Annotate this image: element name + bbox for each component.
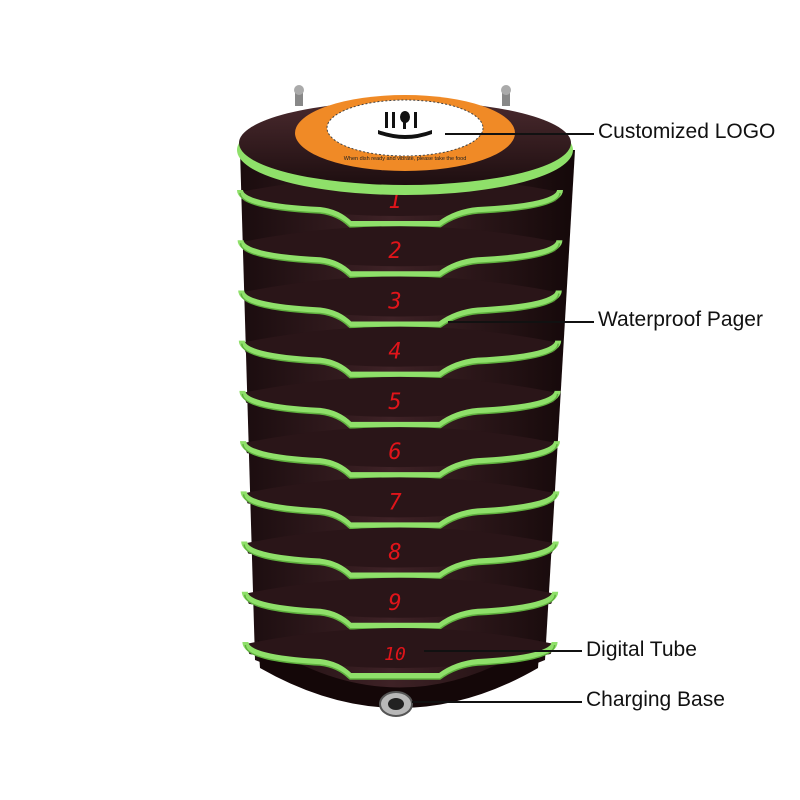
callout-charging-base: Charging Base [586, 688, 725, 711]
fork-knife-icon [378, 111, 432, 139]
pager-digit: 8 [388, 541, 401, 566]
pager-disc-group: 1 2 3 4 5 6 7 8 9 10 [237, 176, 563, 680]
pager-digit: 3 [387, 289, 401, 314]
pager-digit: 9 [388, 591, 401, 616]
pager-disc: 10 [242, 628, 558, 680]
charging-base [258, 640, 540, 717]
callout-lines [412, 133, 594, 703]
pager-digit: 1 [388, 189, 401, 214]
logo-text: When dish ready and vibrate, please take… [344, 156, 467, 162]
callout-customized-logo: Customized LOGO [598, 120, 776, 143]
pager-digit: 6 [388, 440, 401, 465]
pager-disc: 5 [239, 376, 561, 429]
top-pins [294, 85, 511, 106]
callout-waterproof-pager: Waterproof Pager [598, 308, 763, 331]
pager-digit: 5 [388, 390, 401, 415]
pager-disc: 2 [237, 226, 563, 278]
top-pager: When dish ready and vibrate, please take… [237, 85, 573, 195]
pager-disc: 3 [238, 276, 562, 329]
pager-digit: 2 [388, 239, 401, 264]
pager-digit: 4 [388, 340, 401, 365]
pager-disc: 6 [240, 427, 560, 479]
pager-digit: 10 [384, 644, 406, 665]
callout-digital-tube: Digital Tube [586, 638, 697, 661]
pager-disc: 9 [241, 577, 559, 630]
pager-digit: 7 [388, 490, 402, 515]
